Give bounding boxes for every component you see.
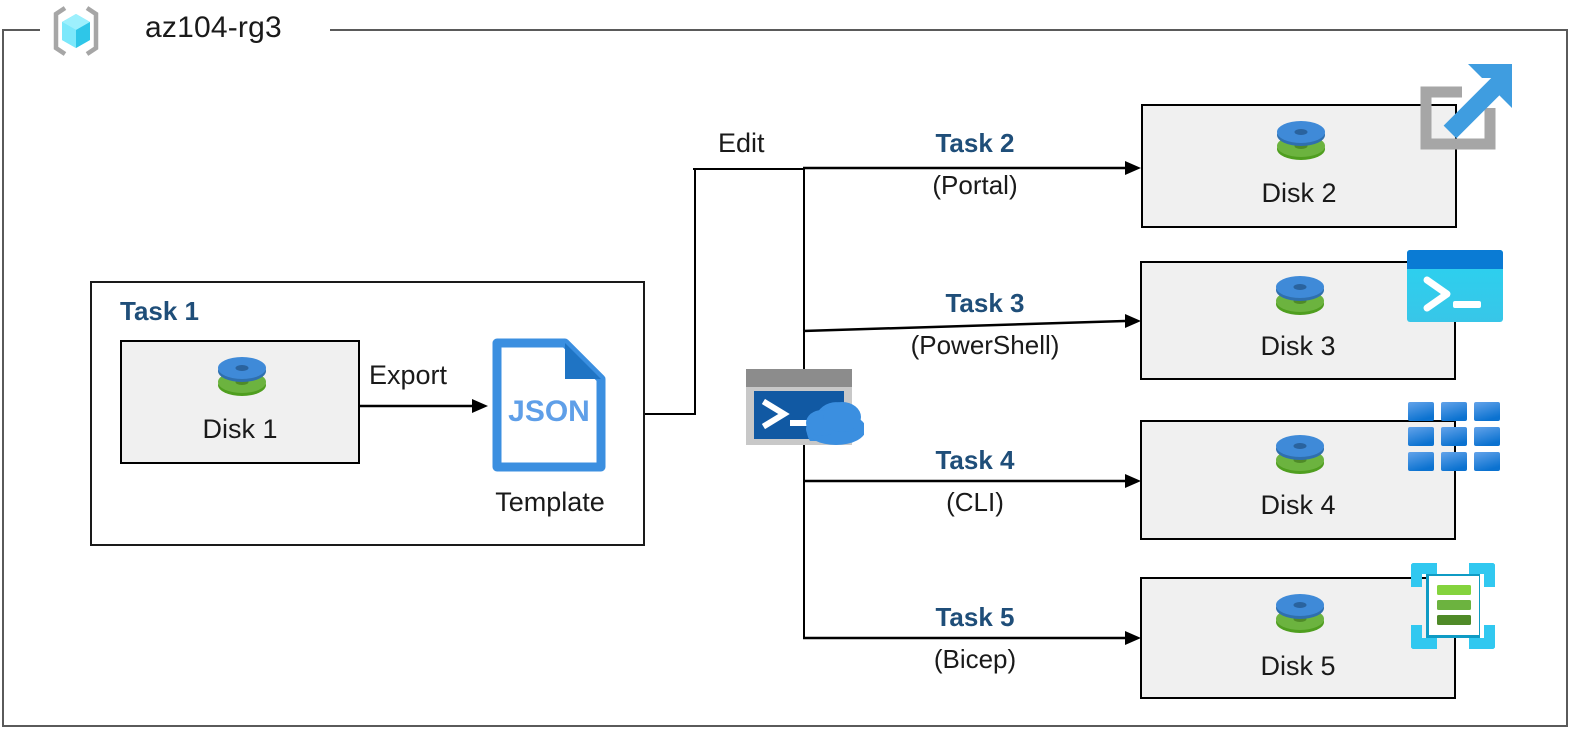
task5-label: Task 5: [935, 602, 1015, 632]
svg-text:JSON: JSON: [508, 395, 590, 428]
disk5-box[interactable]: Disk 5: [1140, 577, 1456, 699]
disk2-box[interactable]: Disk 2: [1141, 104, 1457, 228]
export-label: Export: [369, 360, 448, 390]
disk1-box[interactable]: Disk 1: [120, 340, 360, 464]
disk1-label: Disk 1: [202, 414, 278, 444]
task3-arrow: [802, 314, 1141, 333]
task2-arrow: [803, 161, 1141, 175]
disk4-box[interactable]: Disk 4: [1140, 420, 1456, 540]
disk3-box[interactable]: Disk 3: [1140, 261, 1456, 380]
task5-arrow: [803, 631, 1141, 645]
task5-tool-label: (Bicep): [933, 644, 1017, 675]
resource-group-frame: [2, 29, 1568, 727]
task4-tool-label: (CLI): [946, 487, 1004, 518]
task4-label: Task 4: [935, 445, 1015, 475]
task2-edge-label: Task 2 (Portal): [860, 128, 1090, 199]
edit-label: Edit: [718, 128, 765, 158]
task2-tool-label: (Portal): [932, 170, 1018, 201]
task1-title: Task 1: [120, 296, 200, 326]
task3-tool-label: (PowerShell): [910, 330, 1060, 361]
bicep-icon: [1408, 560, 1498, 652]
disk4-label: Disk 4: [1260, 490, 1336, 520]
connector-riser: [694, 168, 696, 415]
task4-edge-label: Task 4 (CLI): [860, 445, 1090, 516]
managed-disk-icon: [214, 352, 270, 406]
connector-task1-to-riser: [645, 413, 696, 415]
managed-disk-icon: [1272, 589, 1328, 643]
template-caption: Template: [495, 487, 605, 517]
azure-resource-group-icon: [48, 4, 104, 58]
disk3-label: Disk 3: [1260, 331, 1336, 361]
export-arrow: [360, 399, 488, 413]
azure-portal-icon: [1406, 58, 1518, 168]
disk2-label: Disk 2: [1261, 178, 1337, 208]
managed-disk-icon: [1272, 271, 1328, 325]
task5-edge-label: Task 5 (Bicep): [860, 602, 1090, 673]
connector-edit-run: [693, 168, 805, 170]
task3-edge-label: Task 3 (PowerShell): [860, 288, 1110, 359]
powershell-icon: [1407, 250, 1503, 322]
json-file-icon: JSON: [489, 335, 609, 475]
resource-group-name: az104-rg3: [145, 11, 282, 44]
task3-label: Task 3: [945, 288, 1025, 318]
disk5-label: Disk 5: [1260, 651, 1336, 681]
azure-cloud-shell-icon: [744, 367, 866, 447]
task2-label: Task 2: [935, 128, 1015, 158]
task4-arrow: [803, 474, 1141, 488]
managed-disk-icon: [1272, 430, 1328, 484]
managed-disk-icon: [1273, 116, 1329, 170]
azure-cli-icon: [1408, 402, 1500, 472]
